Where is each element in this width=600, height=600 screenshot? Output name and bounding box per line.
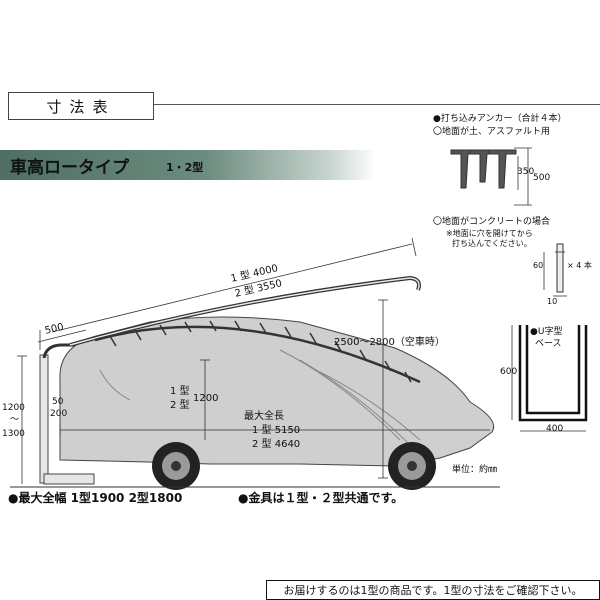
title-rule — [153, 104, 600, 105]
front-wheel — [388, 442, 436, 490]
cover-arc — [94, 325, 421, 384]
frame-pole-inner — [69, 277, 420, 346]
max-length-title: 最大全長 — [244, 411, 284, 422]
length-dim-line — [51, 243, 413, 333]
concrete-anchor — [556, 243, 564, 293]
post-1300-label: 1300 — [2, 429, 25, 439]
anchor-concrete-note: 〇地面がコンクリートの場合 — [433, 217, 551, 227]
ubase-height-label: 600 — [500, 367, 518, 377]
anchor-soil-note: 〇地面が土、アスファルト用 — [433, 127, 551, 137]
height-range-label: 2500〜2800（空車時） — [334, 337, 445, 348]
anchor-qty-label: × 4 本 — [567, 261, 592, 270]
type-band — [0, 150, 376, 180]
max-width-note: ●最大全幅 1型1900 2型1800 — [8, 491, 183, 505]
offset-dim-line — [37, 329, 87, 343]
support-post — [39, 354, 49, 484]
cover-fold — [99, 369, 131, 401]
unit-label: 単位：約㎜ — [452, 465, 498, 475]
max-length-type2: 2 型 4640 — [252, 439, 301, 450]
fittings-note: ●金具は１型・２型共通です。 — [238, 491, 404, 505]
anchor-concrete-sub1: ※地面に穴を開けてから — [446, 229, 533, 238]
top-arm — [42, 343, 75, 359]
u-base-shape — [518, 325, 588, 422]
section-title: 寸法表 — [8, 92, 154, 120]
anchor-10-label: 10 — [547, 297, 558, 306]
rear-wheel — [152, 442, 200, 490]
footer-note: お届けするのは1型の商品です。1型の寸法をご確認下さい。 — [266, 580, 600, 600]
anchor-60-label: 60 — [533, 261, 544, 270]
max-length-type1: 1 型 5150 — [252, 425, 301, 436]
cover-fold — [319, 371, 421, 441]
mid-type1-label: 1 型 — [170, 386, 190, 397]
anchor-heading: ●打ち込みアンカー（合計４本） — [433, 114, 567, 124]
post-1200-label: 1200 — [2, 403, 25, 413]
ubase-label2: ベース — [535, 339, 562, 349]
dim-200-label: 200 — [50, 409, 68, 419]
cover-fold — [299, 359, 411, 446]
anchor-concrete-sub2: 打ち込んでください。 — [452, 239, 532, 248]
dim-50-label: 50 — [52, 397, 64, 407]
soil-anchors — [450, 149, 517, 189]
ubase-label1: ●U字型 — [530, 327, 563, 337]
cover-hoops — [109, 320, 412, 383]
post-base — [43, 473, 95, 485]
post-tilde-label: ～ — [10, 415, 20, 425]
anchor-500-label: 500 — [533, 173, 551, 183]
mid-1200-label: 1200 — [193, 393, 219, 404]
mid-type2-label: 2 型 — [170, 400, 190, 411]
ubase-width-label: 400 — [546, 424, 564, 434]
band-title: 車高ロータイプ — [10, 158, 129, 178]
band-subtitle: 1・2型 — [166, 161, 204, 174]
cover-fold — [279, 349, 401, 441]
anchor-350-label: 350 — [517, 167, 535, 177]
